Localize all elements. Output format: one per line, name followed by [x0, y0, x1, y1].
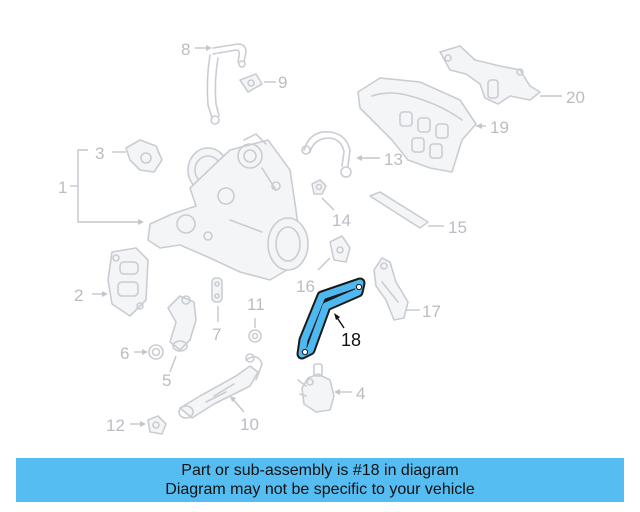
part-7-gasket: [211, 277, 223, 303]
part-10-pipe: [178, 353, 263, 419]
banner-line-2: Diagram may not be specific to your vehi…: [165, 481, 475, 498]
callout-20: 20: [566, 88, 585, 107]
callout-1: 1: [58, 178, 67, 197]
callout-11: 11: [247, 295, 265, 314]
parts-diagram: 8 9 20 19 3 1: [58, 40, 585, 435]
callout-16: 16: [296, 277, 315, 296]
part-2-gasket: [107, 247, 149, 317]
callout-6: 6: [120, 344, 129, 363]
part-6-seal: [148, 344, 164, 360]
callout-19: 19: [490, 118, 509, 137]
callout-4: 4: [356, 384, 365, 403]
callout-18: 18: [341, 330, 361, 350]
callout-8: 8: [181, 40, 190, 59]
part-19-heat-shield: [357, 77, 477, 173]
callout-9: 9: [278, 73, 287, 92]
part-18-support-bracket: [296, 277, 366, 360]
part-17-shield: [373, 257, 409, 321]
part-9-gasket: [239, 73, 263, 93]
part-15-strip: [369, 191, 429, 229]
info-banner: Part or sub-assembly is #18 in diagram D…: [16, 458, 624, 502]
part-5-pipe: [167, 295, 197, 352]
turbocharger-assembly: [147, 133, 309, 281]
part-4-actuator: [297, 363, 335, 413]
banner-line-1: Part or sub-assembly is #18 in diagram: [181, 462, 459, 479]
callout-5: 5: [162, 371, 171, 390]
part-20-bracket: [439, 45, 541, 105]
callout-12: 12: [106, 416, 125, 435]
callout-10: 10: [240, 415, 259, 434]
part-13-line: [301, 131, 352, 178]
callout-13: 13: [384, 150, 403, 169]
part-11-ring: [248, 329, 262, 343]
callout-3: 3: [95, 144, 104, 163]
part-8-pipe: [206, 43, 247, 125]
callout-14: 14: [332, 211, 351, 230]
part-3-sensor: [125, 139, 163, 173]
part-12-bolt: [147, 415, 167, 435]
callout-17: 17: [422, 302, 441, 321]
callout-2: 2: [74, 286, 83, 305]
part-16-bracket: [329, 235, 351, 263]
callout-7: 7: [212, 325, 221, 344]
callout-15: 15: [448, 218, 467, 237]
part-14-bolt: [311, 179, 327, 195]
